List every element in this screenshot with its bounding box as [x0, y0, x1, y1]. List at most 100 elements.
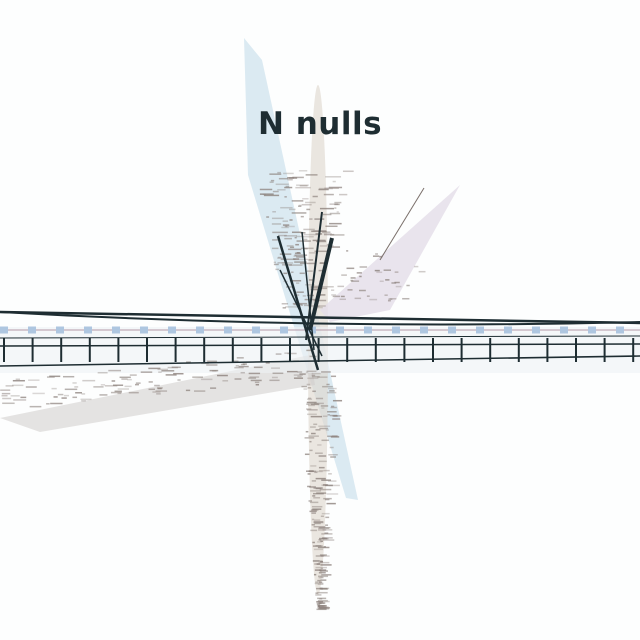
noise-speck: [326, 383, 330, 386]
noise-speck: [279, 253, 292, 255]
noise-speck: [298, 204, 302, 207]
noise-speck: [135, 382, 141, 384]
noise-speck: [317, 606, 329, 608]
noise-speck: [303, 238, 308, 241]
noise-speck: [312, 541, 315, 544]
noise-speck: [325, 524, 329, 526]
noise-speck: [324, 187, 339, 190]
noise-speck: [286, 286, 293, 288]
noise-speck: [339, 193, 348, 196]
noise-speck: [319, 245, 334, 247]
noise-speck: [289, 219, 293, 221]
noise-speck: [330, 456, 336, 458]
noise-speck: [259, 193, 274, 195]
noise-speck: [315, 555, 324, 557]
noise-speck: [100, 384, 106, 386]
noise-speck: [271, 367, 280, 369]
noise-speck: [304, 437, 315, 439]
noise-speck: [330, 234, 345, 236]
noise-speck: [307, 473, 311, 475]
noise-speck: [128, 391, 139, 394]
noise-speck: [292, 302, 308, 305]
noise-speck: [314, 471, 318, 474]
noise-speck: [305, 371, 309, 374]
noise-speck: [318, 187, 333, 190]
dark-strokes-cluster: [276, 187, 425, 371]
noise-speck: [306, 401, 317, 404]
noise-speck: [337, 285, 345, 288]
noise-speck: [310, 426, 316, 428]
noise-speck: [266, 216, 270, 218]
noise-speck: [315, 592, 318, 594]
noise-speck: [331, 289, 335, 291]
noise-speck: [374, 269, 380, 272]
noise-speck: [148, 367, 161, 370]
noise-speck: [117, 388, 130, 390]
noise-speck: [277, 257, 285, 259]
noise-speck: [305, 174, 318, 176]
noise-speck: [319, 537, 328, 540]
noise-speck: [235, 365, 239, 367]
noise-speck: [127, 378, 132, 381]
noise-speck: [332, 295, 341, 298]
noise-speck: [311, 509, 319, 511]
dark-stroke: [308, 237, 334, 331]
noise-speck: [286, 370, 298, 373]
noise-speck: [331, 405, 335, 408]
noise-speck: [318, 571, 326, 574]
noise-speck: [110, 391, 122, 394]
noise-speck: [342, 170, 354, 173]
noise-speck: [277, 234, 287, 237]
noise-speck: [20, 396, 27, 399]
dark-stroke: [305, 211, 323, 341]
noise-speck: [330, 375, 337, 378]
noise-speck: [318, 188, 329, 191]
noise-speck: [272, 231, 288, 234]
noise-speck: [286, 245, 294, 247]
noise-speck: [324, 532, 329, 534]
noise-speck: [304, 453, 310, 456]
noise-speck: [271, 223, 282, 225]
noise-speck: [325, 225, 338, 228]
noise-speck: [265, 362, 270, 364]
noise-speck: [283, 272, 288, 275]
noise-speck: [302, 235, 314, 238]
noise-speck: [307, 413, 317, 416]
noise-speck: [311, 372, 321, 375]
noise-speck: [293, 255, 297, 257]
noise-speck: [81, 393, 86, 395]
noise-speck: [322, 529, 333, 531]
noise-speck: [291, 200, 304, 202]
noise-speck: [315, 545, 321, 547]
pale-horizontal-band: [0, 327, 640, 373]
noise-speck: [391, 282, 397, 284]
noise-speck: [114, 390, 122, 393]
noise-speck: [311, 509, 317, 511]
noise-speck: [310, 286, 323, 289]
noise-speck: [255, 383, 260, 386]
noise-speck: [296, 240, 311, 242]
noise-speck: [294, 254, 308, 256]
noise-speck: [240, 363, 245, 366]
noise-speck: [341, 295, 345, 298]
artwork-title: N nulls: [257, 106, 383, 142]
noise-speck: [322, 231, 331, 233]
noise-speck: [328, 484, 340, 487]
noise-speck: [171, 366, 181, 369]
noise-speck: [326, 493, 339, 495]
noise-speck: [302, 198, 309, 200]
noise-speck: [313, 519, 321, 521]
noise-speck: [311, 480, 317, 482]
noise-speck: [323, 233, 335, 236]
noise-speck: [154, 384, 160, 387]
noise-speck: [307, 387, 312, 389]
noise-speck: [309, 486, 316, 488]
noise-speck: [313, 521, 324, 523]
noise-speck: [330, 406, 337, 409]
noise-speck: [327, 480, 337, 482]
noise-speck: [273, 263, 279, 266]
noise-speck: [321, 479, 331, 481]
noise-speck: [233, 360, 239, 363]
noise-speck: [307, 377, 319, 380]
faint-stroke: [379, 187, 425, 261]
